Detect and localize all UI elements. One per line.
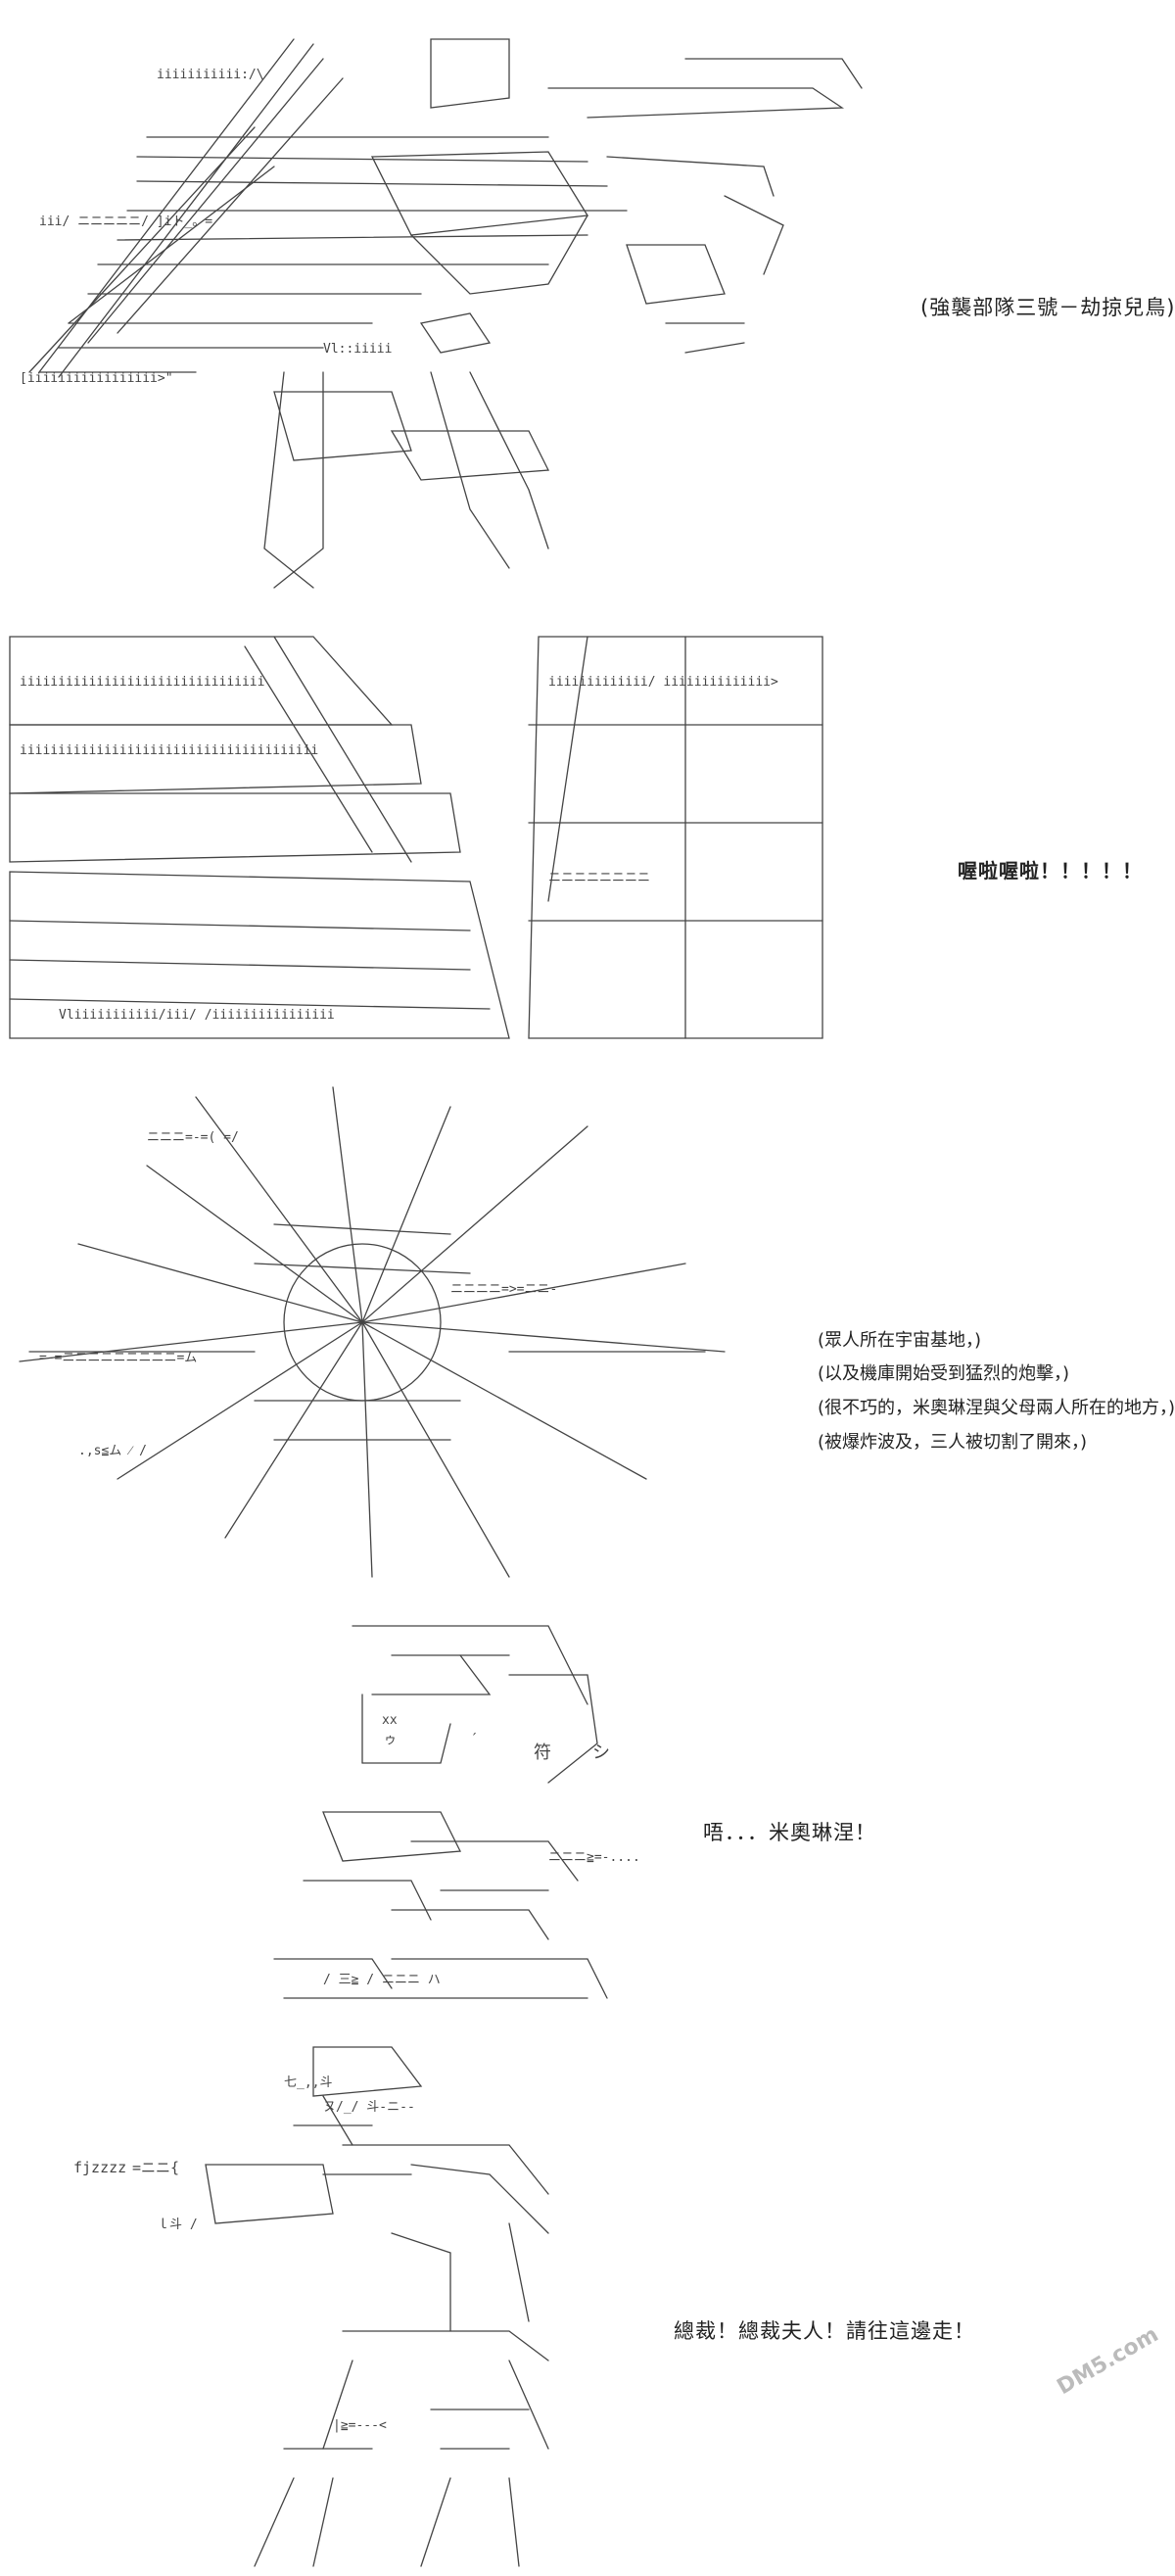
- panel-attack: iiiiiiiiiiiiiiiiiiiiiiiiiiiiiiii iiiiiii…: [0, 627, 1175, 1068]
- svg-text:/ 三≧ / ニニニ ハ: / 三≧ / ニニニ ハ: [323, 1973, 441, 1987]
- svg-text:|≧=---<: |≧=---<: [333, 2418, 387, 2433]
- svg-text:iiiiiiiiiiiii/ iiiiiiiiiiiiii>: iiiiiiiiiiiii/ iiiiiiiiiiiiii>: [548, 675, 778, 690]
- svg-text:.,s≦ム ⁄ /: .,s≦ム ⁄ /: [78, 1444, 147, 1458]
- art-glyph-1: 符: [534, 1742, 551, 1763]
- caption-explosion-line-1: (眾人所在宇宙基地，): [818, 1330, 982, 1351]
- svg-text:[iiiiiiiiiiiiiiiii>": [iiiiiiiiiiiiiiiii>": [20, 371, 173, 386]
- guard-ascii-art: 七_,,斗 ヌ/_/ 斗-ニ-- ｌ斗 / |≧=---< fjzzzz =ニニ…: [73, 2046, 1163, 2567]
- art-sound-effect-tail: =ニニ{: [132, 2159, 179, 2176]
- caption-explosion-line-3: (很不巧的，米奧琳涅與父母兩人所在的地方，): [818, 1398, 1175, 1418]
- caption-explosion-line-2: (以及機庫開始受到猛烈的炮擊，): [818, 1363, 1070, 1384]
- mecha-ascii-art: iiiiiiiiiii:/\ iii/ ニニニニニ/ ]iト_。= [iiiii…: [20, 38, 863, 589]
- explosion-ascii-art: ニニニ=-=( =/ =-=ニニニニニニニニニ=ム ニニニニ=>=ニニ- .,s…: [19, 1086, 726, 1578]
- svg-text:DM5.com: DM5.com: [1054, 2322, 1163, 2400]
- panel-mecha: iiiiiiiiiii:/\ iii/ ニニニニニ/ ]iト_。= [iiiii…: [0, 0, 1175, 627]
- svg-text:ｌ斗 /: ｌ斗 /: [157, 2218, 198, 2232]
- art-glyph-2: シ: [592, 1742, 610, 1763]
- svg-text:iiiiiiiiiiiiiiiiiiiiiiiiiiiiii: iiiiiiiiiiiiiiiiiiiiiiiiiiiiiiii: [20, 675, 264, 690]
- caption-call-miorine: 唔．．．米奧琳涅！: [703, 1821, 876, 1844]
- svg-text:´: ´: [470, 1733, 478, 1747]
- panel-guard: 七_,,斗 ヌ/_/ 斗-ニ-- ｌ斗 / |≧=---< fjzzzz =ニニ…: [0, 2037, 1175, 2576]
- svg-text:Vl::iiiii: Vl::iiiii: [323, 342, 392, 357]
- svg-text:iii/ ニニニニニ/ ]iト_。=: iii/ ニニニニニ/ ]iト_。=: [39, 215, 212, 229]
- panel-explosion: ニニニ=-=( =/ =-=ニニニニニニニニニ=ム ニニニニ=>=ニニ- .,s…: [0, 1068, 1175, 1597]
- svg-text:ニニニニニニニニ: ニニニニニニニニ: [548, 871, 650, 885]
- caption-guard-directions: 總裁！總裁夫人！請往這邊走！: [674, 2319, 975, 2343]
- svg-text:ニニニ=-=( =/: ニニニ=-=( =/: [147, 1130, 239, 1145]
- svg-text:xx: xx: [382, 1713, 398, 1728]
- svg-text:iiiiiiiiiiiiiiiiiiiiiiiiiiiiii: iiiiiiiiiiiiiiiiiiiiiiiiiiiiiiiiiiiiiii: [20, 743, 318, 758]
- character-ascii-art: xx ゥ ´ ニニニ≧=-.... / 三≧ / ニニニ ハ 符 シ: [273, 1625, 640, 1999]
- svg-text:ヌ/_/ 斗-ニ--: ヌ/_/ 斗-ニ--: [323, 2100, 415, 2115]
- watermark-logo: DM5.com: [1054, 2322, 1163, 2400]
- svg-text:=-=ニニニニニニニニニ=ム: =-=ニニニニニニニニニ=ム: [39, 1351, 197, 1365]
- svg-text:ゥ: ゥ: [384, 1733, 397, 1747]
- svg-text:ニニニ≧=-....: ニニニ≧=-....: [548, 1850, 640, 1865]
- caption-attack-shout: 喔啦喔啦！！！！！: [958, 859, 1143, 883]
- svg-text:七_,,斗: 七_,,斗: [284, 2075, 332, 2090]
- caption-mecha-unit: (強襲部隊三號－劫掠兒鳥): [920, 296, 1175, 319]
- caption-explosion-line-4: (被爆炸波及，三人被切割了開來，): [818, 1432, 1088, 1453]
- panel-character-call: xx ゥ ´ ニニニ≧=-.... / 三≧ / ニニニ ハ 符 シ 唔．．．米…: [0, 1597, 1175, 2037]
- svg-text:ニニニニ=>=ニニ-: ニニニニ=>=ニニ-: [450, 1282, 557, 1297]
- svg-text:iiiiiiiiiii:/\: iiiiiiiiiii:/\: [157, 68, 264, 82]
- attack-ascii-art: iiiiiiiiiiiiiiiiiiiiiiiiiiiiiiii iiiiiii…: [9, 636, 823, 1039]
- art-sound-effect: fjzzzz: [73, 2159, 126, 2176]
- svg-text:Vliiiiiiiiiii/iii/ /iiiiiiiiii: Vliiiiiiiiiii/iii/ /iiiiiiiiiiiiiiii: [59, 1008, 335, 1023]
